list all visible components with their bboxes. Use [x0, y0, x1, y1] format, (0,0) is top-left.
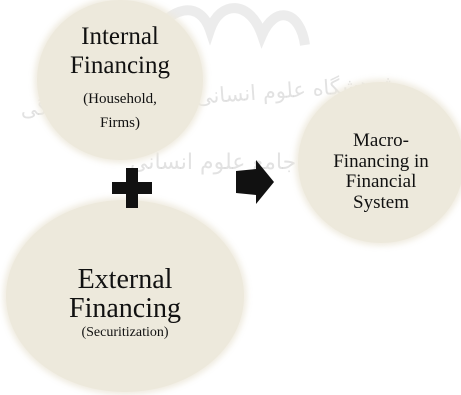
macro-line2: Financing in — [333, 150, 429, 172]
plus-icon — [112, 168, 152, 208]
external-sub: (Securitization) — [81, 324, 169, 340]
macro-line1: Macro- — [353, 130, 409, 151]
internal-sub-line2: Firms) — [99, 114, 140, 131]
right-arrow-icon — [236, 160, 274, 204]
internal-financing-circle — [37, 0, 203, 160]
external-title-line2: Financing — [69, 293, 181, 325]
macro-line3: Financial — [345, 171, 417, 193]
macro-line4: System — [353, 191, 409, 213]
external-financing-circle — [6, 200, 244, 392]
internal-title-line1: Internal — [81, 23, 159, 50]
macro-financing-circle — [298, 82, 461, 243]
internal-sub-line1: (Household, — [83, 90, 157, 107]
external-title-line1: External — [77, 264, 173, 295]
macro-financing-label: Macro- Financing in Financial System — [320, 130, 442, 213]
internal-financing-label: Internal Financing (Household, Firms) — [37, 23, 203, 135]
internal-title-line2: Financing — [70, 51, 170, 79]
external-financing-label: External Financing (Securitization) — [6, 265, 244, 341]
